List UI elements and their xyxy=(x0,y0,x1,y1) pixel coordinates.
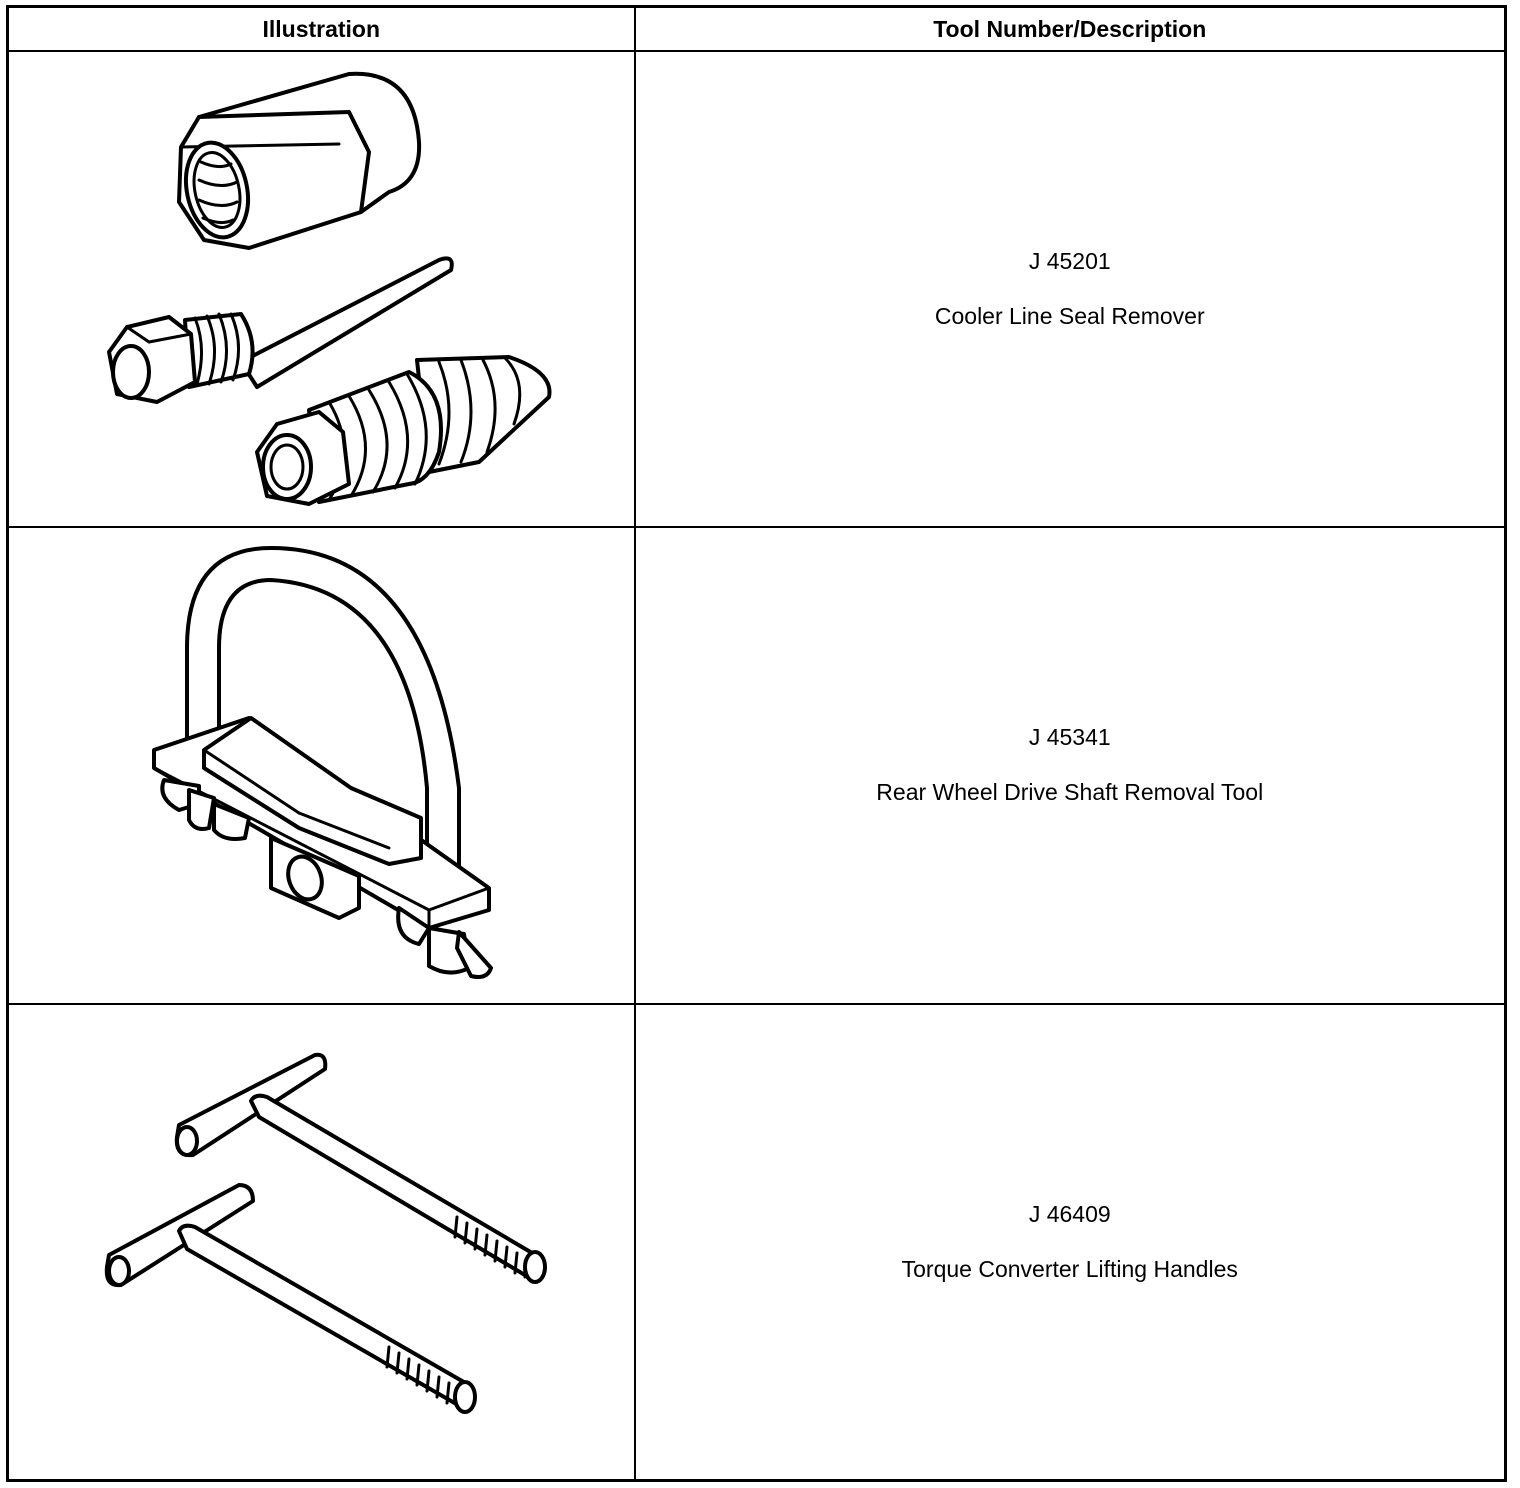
illustration-cell xyxy=(6,1002,636,1482)
tool-number: J 46409 xyxy=(1028,1200,1111,1227)
tool-name: Torque Converter Lifting Handles xyxy=(901,1255,1238,1282)
tool-number: J 45201 xyxy=(1028,248,1111,275)
illustration-cell xyxy=(6,49,636,529)
header-tool-description: Tool Number/Description xyxy=(633,5,1507,52)
tool-description-cell: J 45201 Cooler Line Seal Remover xyxy=(633,49,1507,529)
cooler-line-seal-remover-icon xyxy=(107,71,552,506)
drive-shaft-removal-tool-icon xyxy=(152,546,493,980)
tool-name: Rear Wheel Drive Shaft Removal Tool xyxy=(876,779,1264,806)
tool-name: Cooler Line Seal Remover xyxy=(934,303,1205,330)
special-tools-table: Illustration Tool Number/Description xyxy=(6,5,1507,1482)
header-row: Illustration Tool Number/Description xyxy=(6,5,1507,52)
table-row: J 46409 Torque Converter Lifting Handles xyxy=(6,1002,1507,1482)
illustration-cell xyxy=(6,526,636,1005)
tool-description-cell: J 45341 Rear Wheel Drive Shaft Removal T… xyxy=(633,526,1507,1005)
table-row: J 45341 Rear Wheel Drive Shaft Removal T… xyxy=(6,526,1507,1005)
header-illustration: Illustration xyxy=(6,5,636,52)
tool-description-cell: J 46409 Torque Converter Lifting Handles xyxy=(633,1002,1507,1482)
tool-number: J 45341 xyxy=(1028,724,1111,751)
table-row: J 45201 Cooler Line Seal Remover xyxy=(6,49,1507,529)
lifting-handles-icon xyxy=(104,1052,547,1414)
